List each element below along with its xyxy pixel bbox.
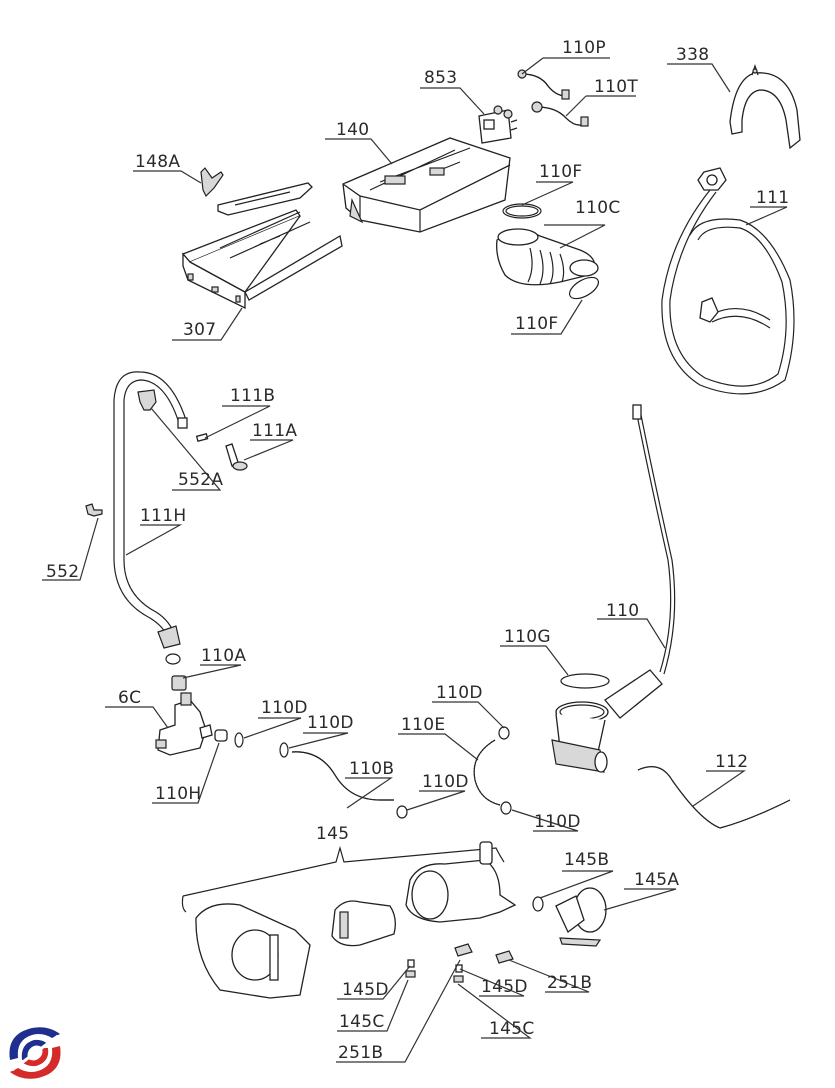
part-110d-clamp-d [396, 805, 408, 819]
part-110h-sleeve [214, 729, 228, 742]
part-110e-corrugated-hose [473, 739, 501, 806]
label-110a: 110A [201, 646, 247, 666]
part-145c-small-a [405, 970, 416, 978]
label-110d-d: 110D [422, 772, 469, 792]
label-552: 552 [46, 562, 80, 582]
part-307-detergent-drawer [181, 209, 343, 310]
part-145c-small-b [453, 975, 464, 983]
part-338-hose-guide [729, 63, 801, 150]
label-110p: 110P [562, 38, 606, 58]
label-112: 112 [715, 752, 749, 772]
label-110: 110 [606, 601, 640, 621]
label-251b-right: 251B [547, 973, 593, 993]
part-552-clip [85, 503, 103, 517]
part-110c-bellows [496, 228, 599, 286]
part-110p-hose [517, 69, 570, 100]
part-110d-clamp-e [500, 801, 512, 815]
label-145a: 145A [634, 870, 680, 890]
part-110t-hose [531, 101, 589, 127]
label-140: 140 [336, 120, 370, 140]
part-111b-connector [195, 432, 209, 442]
label-145d-right: 145D [481, 977, 528, 997]
label-111h: 111H [140, 506, 187, 526]
part-145b-o-ring [532, 896, 544, 912]
part-251b-foot-a [454, 943, 473, 957]
label-853: 853 [424, 68, 458, 88]
part-853-valve-block [478, 105, 518, 144]
label-110d-c: 110D [436, 683, 483, 703]
part-140-dispenser-housing [342, 137, 511, 233]
part-110f-clamp-top [502, 203, 542, 219]
label-111: 111 [756, 188, 790, 208]
label-145c-left: 145C [339, 1012, 385, 1032]
part-111a-elbow [225, 443, 248, 471]
label-338: 338 [676, 45, 710, 65]
part-110d-clamp-b [279, 742, 289, 758]
part-111h-drain-hose [113, 371, 188, 649]
label-110b: 110B [349, 759, 395, 779]
label-110f-top: 110F [539, 162, 583, 182]
part-110d-clamp-a [234, 732, 244, 748]
part-148a-clip [200, 167, 224, 198]
part-145a-filter-cap [555, 887, 607, 947]
part-110d-clamp-c [498, 726, 510, 740]
label-307: 307 [183, 320, 217, 340]
label-110g: 110G [504, 627, 551, 647]
leader-lines [42, 57, 788, 1063]
part-112-outlet-hose [637, 766, 791, 829]
part-110f-clamp-bottom [568, 276, 600, 300]
brand-swirl-icon [9, 1027, 61, 1079]
part-145d-small-a [407, 959, 415, 968]
part-110a-clamp [165, 653, 181, 665]
part-552a-hose-clip [137, 389, 157, 411]
label-110e: 110E [401, 715, 446, 735]
label-110c: 110C [575, 198, 621, 218]
label-110d-a: 110D [261, 698, 308, 718]
part-110a-nozzle [171, 675, 187, 691]
part-145-pump-housing [181, 841, 517, 999]
label-110h: 110H [155, 784, 202, 804]
label-111a: 111A [252, 421, 298, 441]
part-drawer-lid [217, 182, 313, 216]
part-111-inlet-hose [661, 167, 795, 395]
part-110-sump-hose [551, 404, 676, 773]
label-111b: 111B [230, 386, 276, 406]
part-110b-hose [291, 751, 394, 801]
label-251b-left: 251B [338, 1043, 384, 1063]
label-110d-e: 110D [534, 812, 581, 832]
part-251b-foot-b [495, 950, 514, 964]
label-110t: 110T [594, 77, 639, 97]
label-110d-b: 110D [307, 713, 354, 733]
part-110g-clamp-ring [560, 673, 610, 689]
label-145b: 145B [564, 850, 610, 870]
brand-swirl-logo [2, 1020, 68, 1084]
label-6c: 6C [118, 688, 142, 708]
label-145c-right: 145C [489, 1019, 535, 1039]
label-148a: 148A [135, 152, 181, 172]
part-6c-drain-pump [155, 692, 213, 756]
label-110f-bottom: 110F [515, 314, 559, 334]
label-145: 145 [316, 824, 350, 844]
label-145d-left: 145D [342, 980, 389, 1000]
label-552a: 552A [178, 470, 224, 490]
